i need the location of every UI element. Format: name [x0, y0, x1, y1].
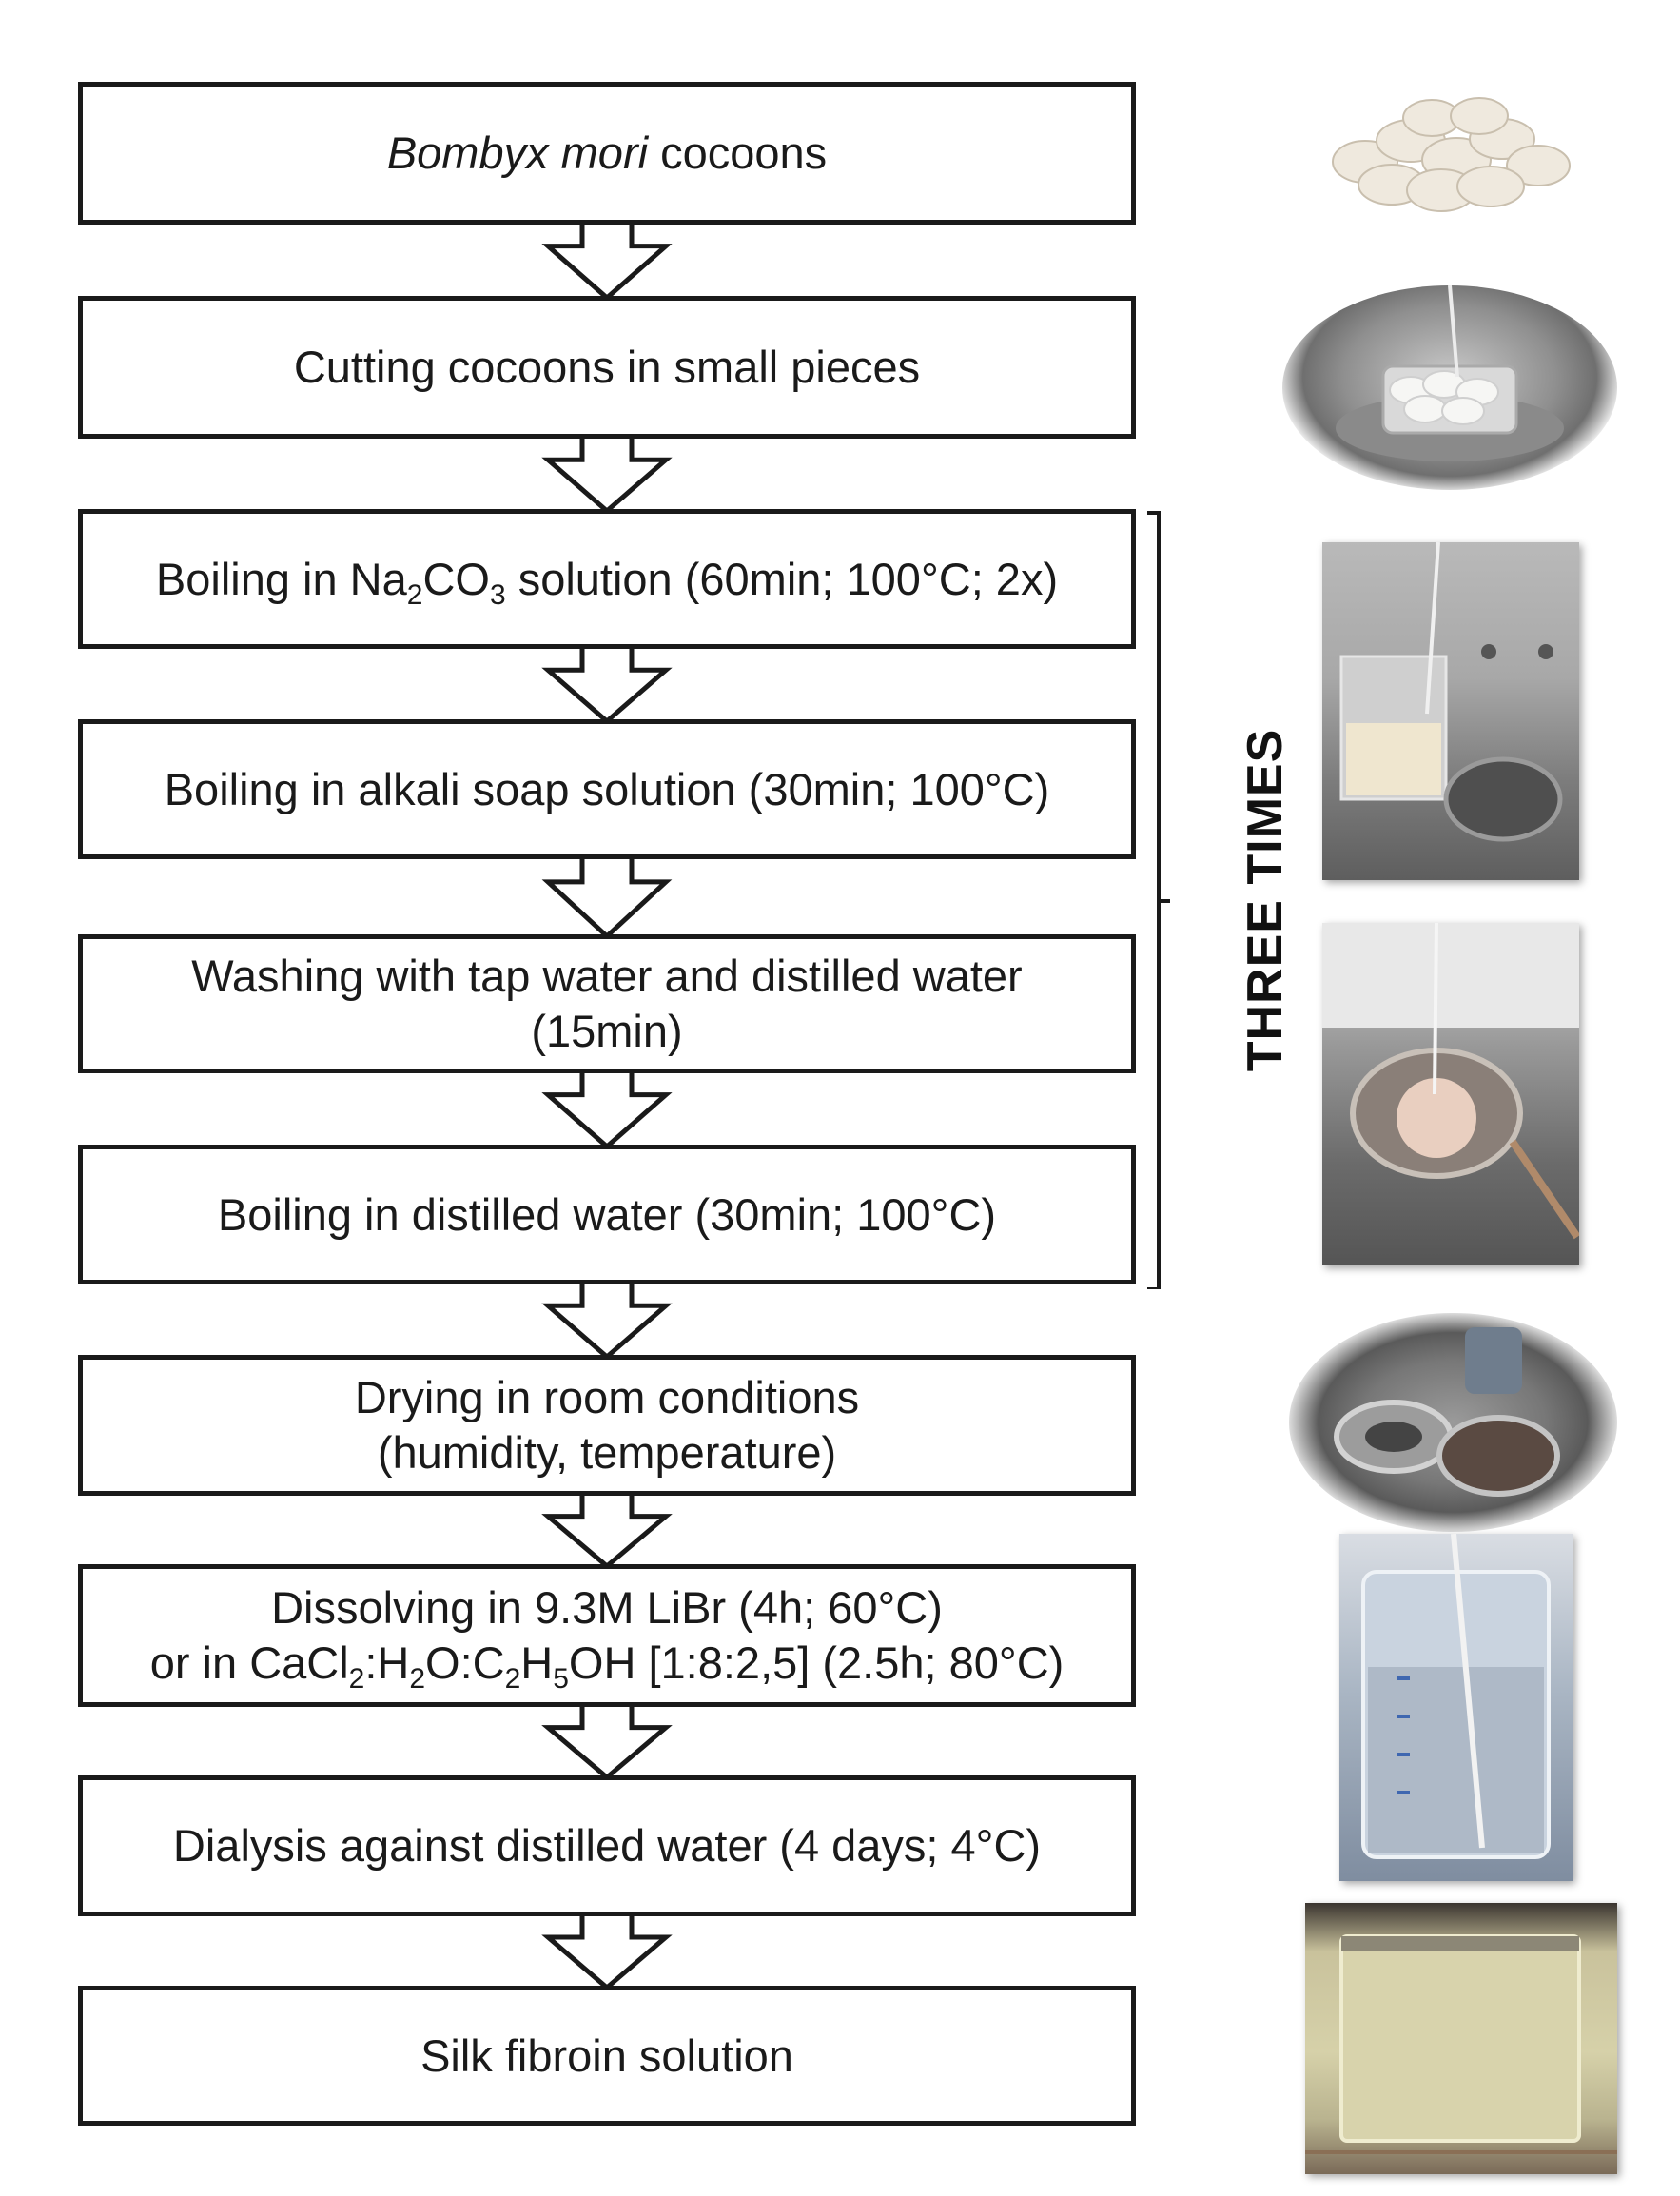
step-washing: Washing with tap water and distilled wat… — [78, 934, 1136, 1073]
flow-arrow — [541, 1493, 673, 1570]
species-name: Bombyx mori — [386, 127, 649, 178]
step-boiling-soap: Boiling in alkali soap solution (30min; … — [78, 719, 1136, 859]
flow-arrow — [541, 1704, 673, 1781]
text-part: :H — [364, 1637, 410, 1688]
step-text-line-1: Washing with tap water and distilled wat… — [191, 951, 1023, 1001]
boiling-beaker-photo — [1322, 542, 1579, 880]
step-text-line-2: or in CaCl2:H2O:C2H5OH [1:8:2,5] (2.5h; … — [149, 1636, 1065, 1694]
text-part: OH [1:8:2,5] (2.5h; 80°C) — [568, 1637, 1065, 1688]
flow-arrow — [541, 646, 673, 725]
drying-photo — [1289, 1313, 1617, 1532]
step-dialysis: Dialysis against distilled water (4 days… — [78, 1775, 1136, 1916]
step-boiling-distilled: Boiling in distilled water (30min; 100°C… — [78, 1145, 1136, 1284]
step-text: Boiling in Na2CO3 solution (60min; 100°C… — [155, 552, 1059, 610]
step-text: Silk fibroin solution — [420, 2029, 793, 2081]
text-part: O:C — [425, 1637, 505, 1688]
subscript: 2 — [504, 1663, 521, 1695]
cocoons-photo — [1289, 48, 1617, 262]
fibroin-solution-photo — [1305, 1903, 1617, 2174]
step-text: cocoons — [648, 127, 828, 178]
text-part: CO — [422, 553, 490, 604]
step-text: Boiling in distilled water (30min; 100°C… — [217, 1188, 997, 1240]
subscript: 3 — [489, 578, 506, 611]
flow-arrow — [541, 856, 673, 940]
step-cocoons: Bombyx mori cocoons — [78, 82, 1136, 225]
step-silk-fibroin-solution: Silk fibroin solution — [78, 1986, 1136, 2126]
step-boiling-na2co3: Boiling in Na2CO3 solution (60min; 100°C… — [78, 509, 1136, 649]
flow-arrow — [541, 436, 673, 515]
step-text-line-1: Dissolving in 9.3M LiBr (4h; 60°C) — [271, 1582, 943, 1633]
text-part: H — [520, 1637, 554, 1688]
subscript: 2 — [348, 1663, 365, 1695]
washing-sieve-photo — [1322, 923, 1579, 1265]
repeat-label: THREE TIMES — [1238, 728, 1293, 1072]
flow-arrow — [541, 1282, 673, 1361]
flow-arrow — [541, 1913, 673, 1991]
step-dissolving: Dissolving in 9.3M LiBr (4h; 60°C) or in… — [78, 1564, 1136, 1707]
step-text-line-2: (humidity, temperature) — [377, 1427, 837, 1478]
flow-arrow — [541, 1070, 673, 1150]
text-part: solution (60min; 100°C; 2x) — [505, 553, 1059, 604]
subscript: 2 — [406, 578, 423, 611]
subscript: 5 — [553, 1663, 569, 1695]
repeat-bracket — [1147, 511, 1170, 1289]
step-text-line-2: (15min) — [531, 1006, 683, 1056]
subscript: 2 — [409, 1663, 426, 1695]
dissolving-beaker-photo — [1339, 1534, 1573, 1881]
cutting-photo — [1282, 285, 1617, 490]
step-text: Cutting cocoons in small pieces — [293, 342, 921, 392]
step-text-line-1: Drying in room conditions — [354, 1372, 860, 1422]
flow-arrow — [541, 222, 673, 302]
step-cutting: Cutting cocoons in small pieces — [78, 296, 1136, 439]
step-drying: Drying in room conditions (humidity, tem… — [78, 1355, 1136, 1496]
step-text: Boiling in alkali soap solution (30min; … — [164, 763, 1050, 814]
step-text: Dialysis against distilled water (4 days… — [172, 1820, 1042, 1871]
text-part: Boiling in Na — [155, 553, 407, 604]
text-part: or in CaCl — [149, 1637, 349, 1688]
